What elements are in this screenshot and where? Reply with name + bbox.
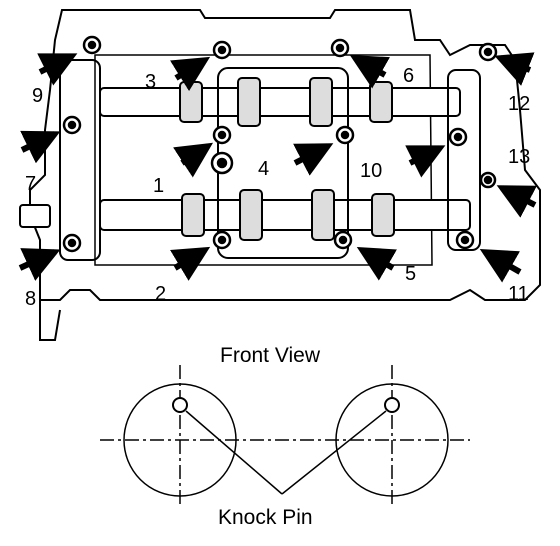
head-bolts bbox=[62, 35, 498, 253]
bolt-label-4: 4 bbox=[258, 158, 269, 180]
front-view-diagram: Front View Knock Pin bbox=[100, 344, 470, 529]
right-knock-pin bbox=[384, 397, 400, 413]
pointer-arrows bbox=[18, 52, 537, 283]
bolt-label-10: 10 bbox=[360, 160, 382, 182]
bolt-label-3: 3 bbox=[145, 71, 156, 93]
bolt-label-1: 1 bbox=[153, 175, 164, 197]
bolt-label-12: 12 bbox=[508, 93, 530, 115]
bolt-label-7: 7 bbox=[25, 173, 36, 195]
bolt-label-2: 2 bbox=[155, 283, 166, 305]
left-knock-pin bbox=[172, 397, 188, 413]
knock-pin-label: Knock Pin bbox=[218, 506, 313, 529]
cylinder-head bbox=[29, 9, 541, 341]
bolt-sequence-labels: 1 2 3 4 5 6 7 8 9 10 11 12 13 bbox=[25, 65, 530, 310]
bolt-label-8: 8 bbox=[25, 288, 36, 310]
intake-camshaft bbox=[99, 77, 461, 127]
bolt-label-11: 11 bbox=[508, 283, 529, 305]
bolt-label-5: 5 bbox=[405, 263, 416, 285]
bolt-label-13: 13 bbox=[508, 146, 530, 168]
knock-pin-leader-lines bbox=[185, 410, 387, 495]
exhaust-camshaft bbox=[19, 189, 471, 241]
bolt-label-6: 6 bbox=[403, 65, 414, 87]
bolt-label-9: 9 bbox=[32, 85, 43, 107]
front-view-title: Front View bbox=[220, 344, 321, 367]
